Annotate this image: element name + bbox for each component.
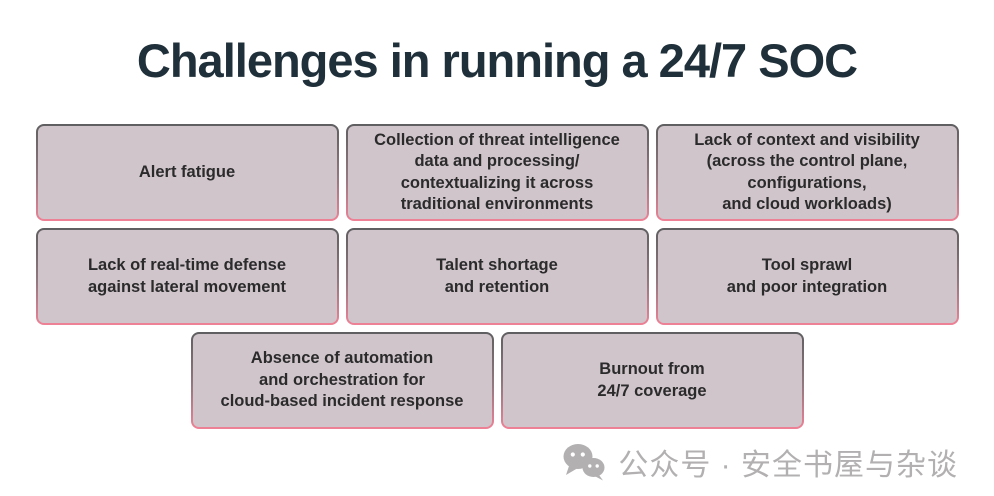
card-label: Burnout from 24/7 coverage	[597, 360, 707, 400]
page-title: Challenges in running a 24/7 SOC	[136, 34, 858, 87]
watermark: 公众号 · 安全书屋与杂谈	[562, 440, 958, 484]
card-label: Collection of threat intelligence data a…	[374, 130, 620, 213]
wechat-icon	[562, 443, 606, 481]
card-label: Talent shortage and retention	[436, 256, 558, 296]
grid-row-1: Alert fatigue Collection of threat intel…	[35, 124, 959, 222]
grid-row-3: Absence of automation and orchestration …	[190, 332, 804, 430]
card-tool-sprawl: Tool sprawl and poor integration	[655, 228, 959, 326]
card-threat-intelligence: Collection of threat intelligence data a…	[345, 124, 649, 222]
card-burnout: Burnout from 24/7 coverage	[500, 332, 804, 430]
card-label: Absence of automation and orchestration …	[220, 349, 464, 411]
card-label: Lack of context and visibility (across t…	[694, 130, 920, 213]
card-alert-fatigue: Alert fatigue	[35, 124, 339, 222]
challenges-grid: Alert fatigue Collection of threat intel…	[0, 124, 994, 430]
card-lateral-movement: Lack of real-time defense against latera…	[35, 228, 339, 326]
card-label: Alert fatigue	[138, 162, 236, 181]
card-label: Lack of real-time defense against latera…	[87, 256, 287, 296]
card-context-visibility: Lack of context and visibility (across t…	[655, 124, 959, 222]
card-talent-shortage: Talent shortage and retention	[345, 228, 649, 326]
card-label: Tool sprawl and poor integration	[726, 256, 888, 296]
card-automation-orchestration: Absence of automation and orchestration …	[190, 332, 494, 430]
watermark-text: 公众号 · 安全书屋与杂谈	[618, 449, 958, 482]
grid-row-2: Lack of real-time defense against latera…	[35, 228, 959, 326]
